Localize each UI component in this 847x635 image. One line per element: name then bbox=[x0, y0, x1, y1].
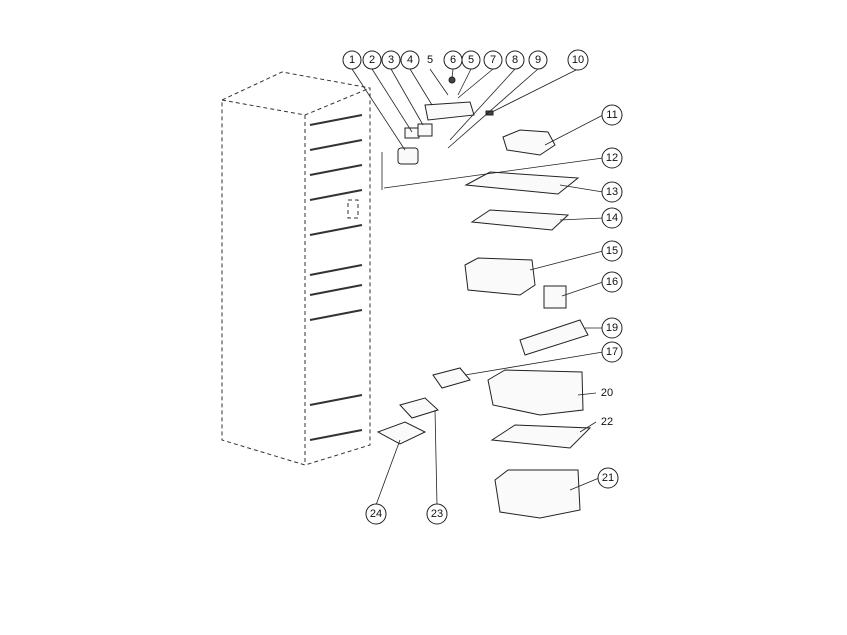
leader-lines bbox=[351, 68, 604, 506]
svg-text:2: 2 bbox=[369, 54, 375, 66]
svg-text:1: 1 bbox=[349, 54, 355, 66]
svg-text:6: 6 bbox=[450, 54, 456, 66]
callout-12: 12 bbox=[601, 147, 623, 169]
refrigerator-cabinet bbox=[221, 71, 371, 466]
svg-text:11: 11 bbox=[606, 109, 617, 121]
svg-text:5: 5 bbox=[427, 54, 433, 66]
svg-text:23: 23 bbox=[431, 508, 443, 520]
part-2 bbox=[404, 127, 420, 139]
parts bbox=[376, 76, 592, 519]
part-10 bbox=[485, 110, 494, 116]
callout-11: 11 bbox=[601, 104, 623, 126]
callout-10: 10 bbox=[567, 49, 589, 71]
svg-text:19: 19 bbox=[606, 322, 618, 334]
part-3 bbox=[417, 123, 433, 137]
callout-1: 1 bbox=[342, 50, 362, 70]
callout-2: 2 bbox=[362, 50, 382, 70]
svg-text:9: 9 bbox=[535, 54, 541, 66]
svg-text:22: 22 bbox=[601, 416, 613, 428]
svg-text:12: 12 bbox=[606, 152, 618, 164]
svg-text:24: 24 bbox=[370, 508, 382, 520]
callout-5b: 5 bbox=[461, 50, 481, 70]
callout-16: 16 bbox=[601, 271, 623, 293]
callout-3: 3 bbox=[381, 50, 401, 70]
svg-text:15: 15 bbox=[606, 245, 618, 257]
svg-text:7: 7 bbox=[490, 54, 496, 66]
part-19 bbox=[519, 319, 589, 356]
part-15 bbox=[464, 257, 536, 296]
svg-text:8: 8 bbox=[512, 54, 518, 66]
part-14 bbox=[470, 209, 570, 231]
callout-17: 17 bbox=[601, 341, 623, 363]
svg-text:4: 4 bbox=[407, 54, 413, 66]
part-16 bbox=[543, 285, 567, 309]
callout-4: 4 bbox=[400, 50, 420, 70]
svg-text:21: 21 bbox=[602, 472, 614, 484]
svg-text:20: 20 bbox=[601, 387, 613, 399]
svg-text:3: 3 bbox=[388, 54, 394, 66]
callout-15: 15 bbox=[601, 240, 623, 262]
part-22 bbox=[490, 424, 592, 449]
part-13 bbox=[464, 171, 580, 195]
part-17 bbox=[432, 367, 471, 389]
callout-9: 9 bbox=[528, 50, 548, 70]
svg-text:13: 13 bbox=[606, 186, 618, 198]
part-24 bbox=[376, 421, 427, 445]
part-20 bbox=[487, 369, 584, 416]
callout-22: 22 bbox=[601, 416, 613, 428]
part-11 bbox=[502, 129, 556, 156]
svg-text:14: 14 bbox=[606, 212, 618, 224]
callout-13: 13 bbox=[601, 181, 623, 203]
svg-text:10: 10 bbox=[572, 54, 584, 66]
callout-19: 19 bbox=[601, 317, 623, 339]
callout-6: 6 bbox=[443, 50, 463, 70]
svg-text:16: 16 bbox=[606, 276, 618, 288]
svg-text:17: 17 bbox=[606, 346, 618, 358]
callout-5a: 5 bbox=[427, 54, 433, 66]
callout-7: 7 bbox=[483, 50, 503, 70]
part-1 bbox=[397, 147, 419, 165]
callout-20: 20 bbox=[601, 387, 613, 399]
callout-labels: 1 2 3 4 5 6 5 7 8 9 10 11 12 13 14 15 16… bbox=[342, 49, 623, 525]
callout-14: 14 bbox=[601, 207, 623, 229]
part-4 bbox=[424, 101, 475, 121]
part-21 bbox=[494, 469, 581, 519]
callout-8: 8 bbox=[505, 50, 525, 70]
part-23 bbox=[399, 397, 439, 419]
callout-21: 21 bbox=[597, 467, 619, 489]
svg-text:5: 5 bbox=[468, 54, 474, 66]
callout-23: 23 bbox=[426, 503, 448, 525]
callout-24: 24 bbox=[365, 503, 387, 525]
